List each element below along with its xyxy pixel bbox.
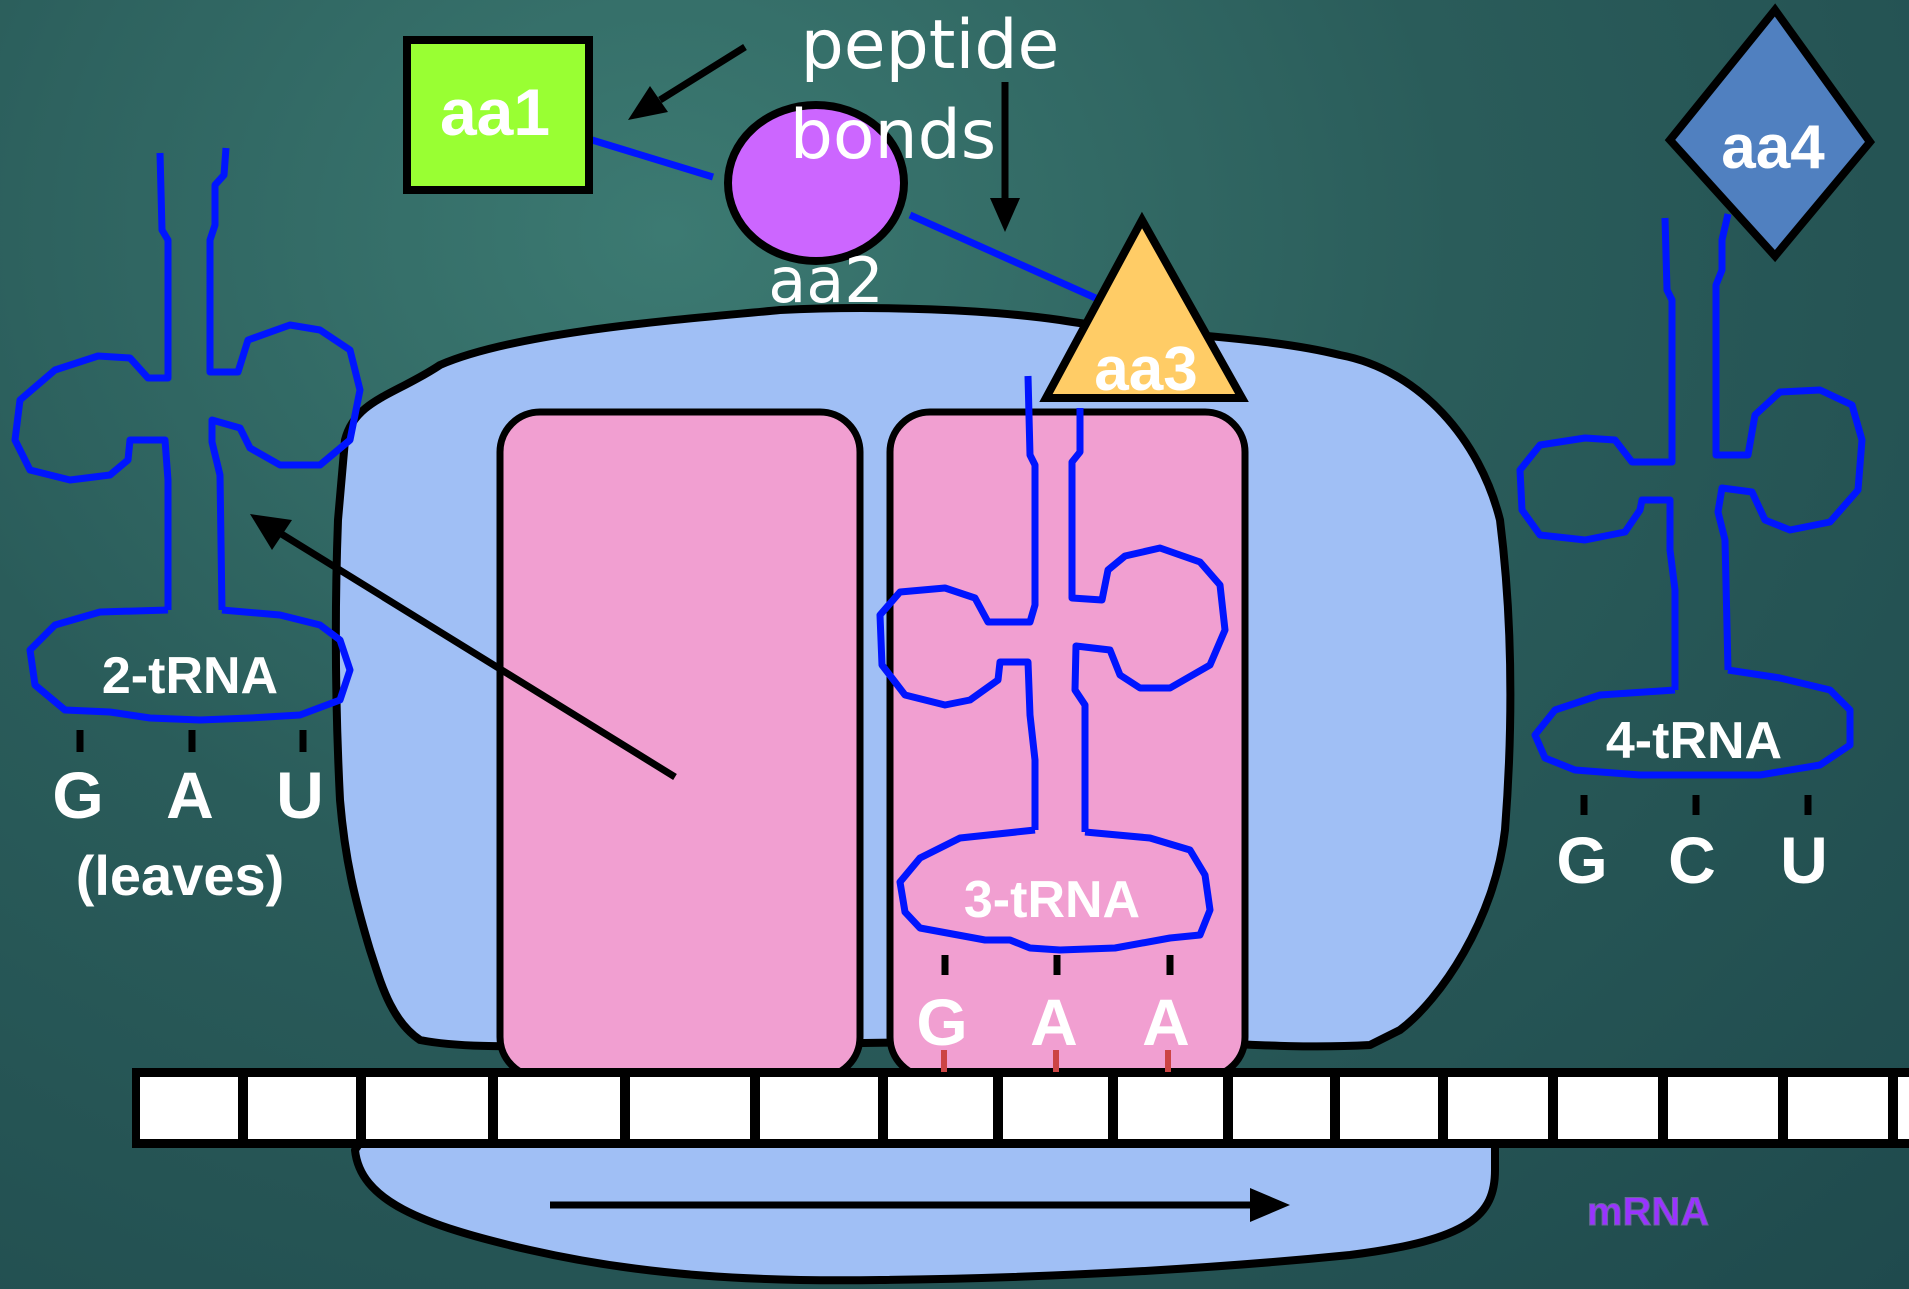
- p-site: [500, 412, 860, 1077]
- ribosome-small-subunit: [355, 1140, 1495, 1280]
- mrna-codon-cell: [1668, 1077, 1778, 1139]
- mrna-codon-cell: [1448, 1077, 1548, 1139]
- trna-4-anticodon-ticks: [1584, 795, 1808, 815]
- trna-3-base-1: G: [916, 985, 967, 1059]
- mrna-codon-cell: [1003, 1077, 1108, 1139]
- mrna-codon-cell: [1558, 1077, 1658, 1139]
- trna-2-base-3: U: [276, 758, 324, 832]
- mrna-codon-cell: [1898, 1077, 1909, 1139]
- trna-4-base-1: G: [1556, 823, 1607, 897]
- aa2-label: aa2: [768, 244, 883, 317]
- trna-3-base-2: A: [1030, 985, 1078, 1059]
- bonds-label: bonds: [790, 96, 996, 175]
- trna-2-base-2: A: [166, 758, 214, 832]
- mrna-codon-cell: [1788, 1077, 1888, 1139]
- trna-3-label: 3-tRNA: [964, 871, 1140, 929]
- mrna-codon-cell: [1233, 1077, 1330, 1139]
- mrna-codon-cell: [248, 1077, 356, 1139]
- trna-4: [1520, 214, 1862, 775]
- trna-2: [15, 148, 360, 720]
- trna-2-anticodon-ticks: [80, 730, 303, 752]
- mrna-label: mRNA: [1587, 1190, 1709, 1234]
- peptide-label: peptide: [801, 6, 1060, 85]
- mrna-codon-cell: [760, 1077, 878, 1139]
- mrna-codon-cell: [888, 1077, 993, 1139]
- mrna-codon-cell: [498, 1077, 620, 1139]
- trna-2-leaves-note: (leaves): [76, 844, 285, 907]
- trna-4-label: 4-tRNA: [1606, 712, 1782, 770]
- trna-2-base-1: G: [52, 758, 103, 832]
- mrna-codon-cell: [1118, 1077, 1223, 1139]
- a-site: [890, 412, 1245, 1077]
- mrna-codon-cell: [366, 1077, 488, 1139]
- aa4-label: aa4: [1721, 113, 1825, 182]
- mrna-codon-cell: [140, 1077, 238, 1139]
- trna-4-base-3: U: [1780, 823, 1828, 897]
- mrna-codon-cell: [630, 1077, 750, 1139]
- trna-3-base-3: A: [1142, 985, 1190, 1059]
- aa3-label: aa3: [1094, 335, 1197, 404]
- aa1-label: aa1: [440, 75, 550, 149]
- mrna-strand: [132, 1068, 1909, 1148]
- trna-4-base-2: C: [1668, 823, 1716, 897]
- trna-2-label: 2-tRNA: [102, 647, 278, 705]
- mrna-codon-cell: [1340, 1077, 1438, 1139]
